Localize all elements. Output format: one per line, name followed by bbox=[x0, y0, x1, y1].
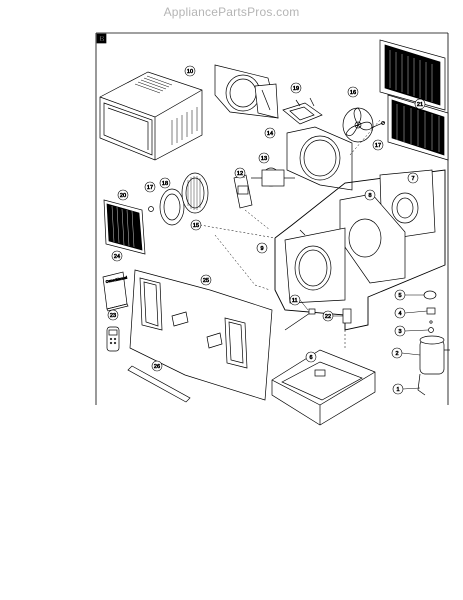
callout-25: 25 bbox=[200, 274, 212, 286]
diagram-frame: B bbox=[95, 32, 449, 405]
remote-control bbox=[106, 326, 120, 352]
callout-24: 24 bbox=[111, 250, 123, 262]
callout-label: 21 bbox=[417, 102, 423, 108]
base-pan bbox=[271, 349, 376, 426]
callout-label: 12 bbox=[237, 171, 243, 177]
callout-12: 12 bbox=[234, 167, 246, 179]
side-curtain-kit bbox=[129, 269, 273, 401]
callout-label: 15 bbox=[193, 223, 199, 229]
callout-23: 23 bbox=[107, 309, 119, 321]
callout-label: 19 bbox=[293, 86, 299, 92]
callout-16: 16 bbox=[347, 86, 359, 98]
callout-label: 8 bbox=[369, 193, 372, 199]
callout-20: 20 bbox=[117, 189, 129, 201]
callout-label: 24 bbox=[114, 254, 120, 260]
callout-label: 23 bbox=[110, 313, 116, 319]
callout-6: 6 bbox=[305, 351, 317, 363]
callout-11: 11 bbox=[289, 294, 301, 306]
manual-cover-text: OwnerManual bbox=[105, 275, 127, 283]
callout-label: 6 bbox=[310, 355, 313, 361]
callout-8: 8 bbox=[364, 189, 376, 201]
callout-3: 3 bbox=[394, 325, 406, 337]
callout-label: 25 bbox=[203, 278, 209, 284]
watermark: AppliancePartsPros.com bbox=[163, 5, 300, 19]
callout-7: 7 bbox=[407, 172, 419, 184]
callout-4: 4 bbox=[394, 307, 406, 319]
callout-19: 19 bbox=[290, 82, 302, 94]
callout-label: 26 bbox=[154, 364, 160, 370]
leader-lines bbox=[199, 119, 381, 350]
blower-assembly bbox=[148, 172, 209, 226]
callout-1: 1 bbox=[392, 383, 404, 395]
callout-15: 15 bbox=[190, 219, 202, 231]
callout-17: 17 bbox=[372, 139, 384, 151]
callout-label: 4 bbox=[399, 311, 402, 317]
callout-label: 7 bbox=[412, 176, 415, 182]
callout-10: 10 bbox=[184, 65, 196, 77]
mounting-rail bbox=[127, 365, 191, 403]
callout-26: 26 bbox=[151, 360, 163, 372]
callout-label: 16 bbox=[350, 90, 356, 96]
top-cover bbox=[282, 97, 323, 125]
propeller-fan bbox=[342, 107, 386, 143]
callout-14: 14 bbox=[264, 127, 276, 139]
callout-5: 5 bbox=[394, 289, 406, 301]
callout-18: 18 bbox=[159, 177, 171, 189]
control-panel bbox=[284, 169, 436, 304]
part-callouts: 10 19 16 21 17 14 13 12 18 7 8 20 17 15 … bbox=[107, 65, 426, 395]
compressor-assembly bbox=[417, 290, 450, 396]
evaporator-coil bbox=[103, 199, 146, 255]
callout-label: 5 bbox=[399, 293, 402, 299]
outer-cabinet bbox=[99, 71, 203, 161]
callout-label: 14 bbox=[267, 131, 273, 137]
condenser-coil bbox=[379, 39, 449, 161]
orifice-panel bbox=[214, 64, 279, 119]
callout-label: 9 bbox=[261, 246, 264, 252]
callout-label: 18 bbox=[162, 181, 168, 187]
owner-manual: OwnerManual bbox=[102, 271, 129, 312]
callout-22: 22 bbox=[322, 310, 334, 322]
callout-label: 17 bbox=[375, 143, 381, 149]
callout-label: 10 bbox=[187, 69, 193, 75]
callout-label: 1 bbox=[397, 387, 400, 393]
callout-label: 22 bbox=[325, 314, 331, 320]
callout-2: 2 bbox=[391, 347, 403, 359]
callout-17b: 17 bbox=[144, 181, 156, 193]
thermistor bbox=[284, 308, 352, 331]
section-letter: B bbox=[100, 36, 105, 43]
chassis-outline bbox=[274, 169, 446, 331]
callout-21: 21 bbox=[414, 98, 426, 110]
callout-label: 3 bbox=[399, 329, 402, 335]
shroud bbox=[286, 126, 353, 191]
callout-9: 9 bbox=[256, 242, 268, 254]
callout-label: 11 bbox=[292, 298, 298, 304]
callout-label: 13 bbox=[261, 156, 267, 162]
callout-label: 20 bbox=[120, 193, 126, 199]
callout-label: 17 bbox=[147, 185, 153, 191]
callout-label: 2 bbox=[396, 351, 399, 357]
callout-leaders bbox=[299, 294, 429, 390]
callout-13: 13 bbox=[258, 152, 270, 164]
